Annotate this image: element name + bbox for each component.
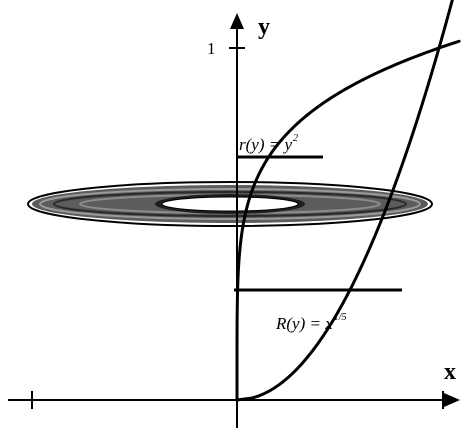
- curve-fifth-root: [235, 39, 461, 402]
- inner-radius-text: r(y) = y: [239, 135, 293, 154]
- inner-radius-label: r(y) = y2: [239, 133, 299, 154]
- outer-radius-label: R(y) = x1/5: [276, 312, 347, 333]
- washer-ring-line: [53, 191, 407, 217]
- washer-ring-band: [39, 188, 421, 220]
- washer-solid: [27, 181, 433, 227]
- washer-hole: [161, 196, 299, 212]
- y-tick-label-1: 1: [207, 39, 216, 58]
- x-axis-label: x: [444, 359, 456, 385]
- outer-radius-text: R(y) = x: [276, 314, 333, 333]
- inner-radius-exponent: 2: [293, 133, 299, 145]
- curve-square: [235, 0, 454, 402]
- y-axis-label: y: [258, 14, 270, 40]
- y-axis-arrowhead: [230, 13, 244, 29]
- curves: [235, 0, 461, 402]
- radius-segments: [234, 155, 402, 292]
- x-axis-arrowhead: [444, 393, 460, 407]
- outer-radius-exponent: 1/5: [333, 312, 347, 324]
